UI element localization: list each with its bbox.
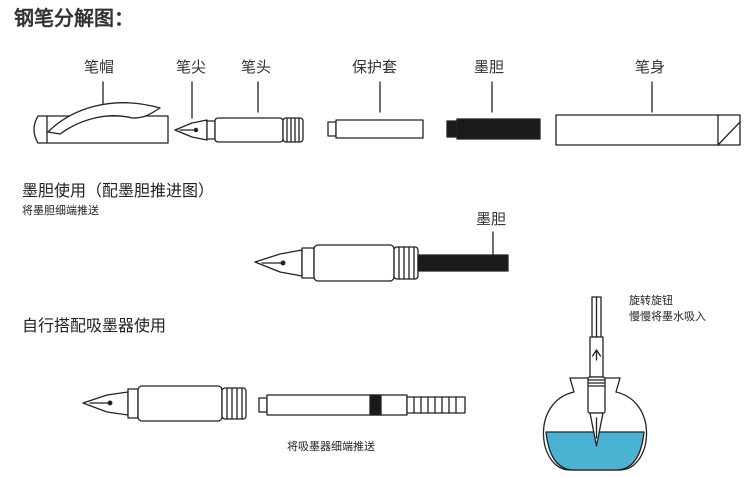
converter-drawing: [258, 394, 466, 416]
cartridge-label: 墨胆: [476, 210, 507, 228]
assembled-pen-cartridge: [254, 244, 509, 282]
label-grip: 笔头: [241, 58, 272, 76]
label-protector: 保护套: [352, 58, 398, 76]
cartridge-section-heading: 墨胆使用（配墨胆推进图）: [22, 181, 215, 200]
converter-instruction-2: 慢慢将墨水吸入: [629, 310, 706, 323]
cap-drawing: [33, 102, 169, 144]
cartridge-drawing: [446, 118, 541, 140]
label-nib: 笔尖: [176, 58, 207, 76]
ink-bottle-drawing: [542, 296, 648, 471]
converter-section-heading: 自行搭配吸墨器使用: [22, 316, 167, 335]
label-cartridge: 墨胆: [474, 58, 505, 76]
converter-instruction-1: 旋转旋钮: [629, 294, 673, 307]
protector-drawing: [327, 119, 424, 139]
nib-grip-drawing: [174, 117, 304, 143]
label-cap: 笔帽: [84, 58, 115, 76]
page-title: 钢笔分解图：: [14, 6, 134, 30]
barrel-drawing: [555, 114, 741, 146]
cartridge-section-note: 将墨胆细端推送: [22, 204, 99, 217]
converter-note: 将吸墨器细端推送: [287, 440, 375, 453]
label-barrel: 笔身: [635, 58, 666, 76]
assembled-pen-converter: [82, 385, 247, 422]
